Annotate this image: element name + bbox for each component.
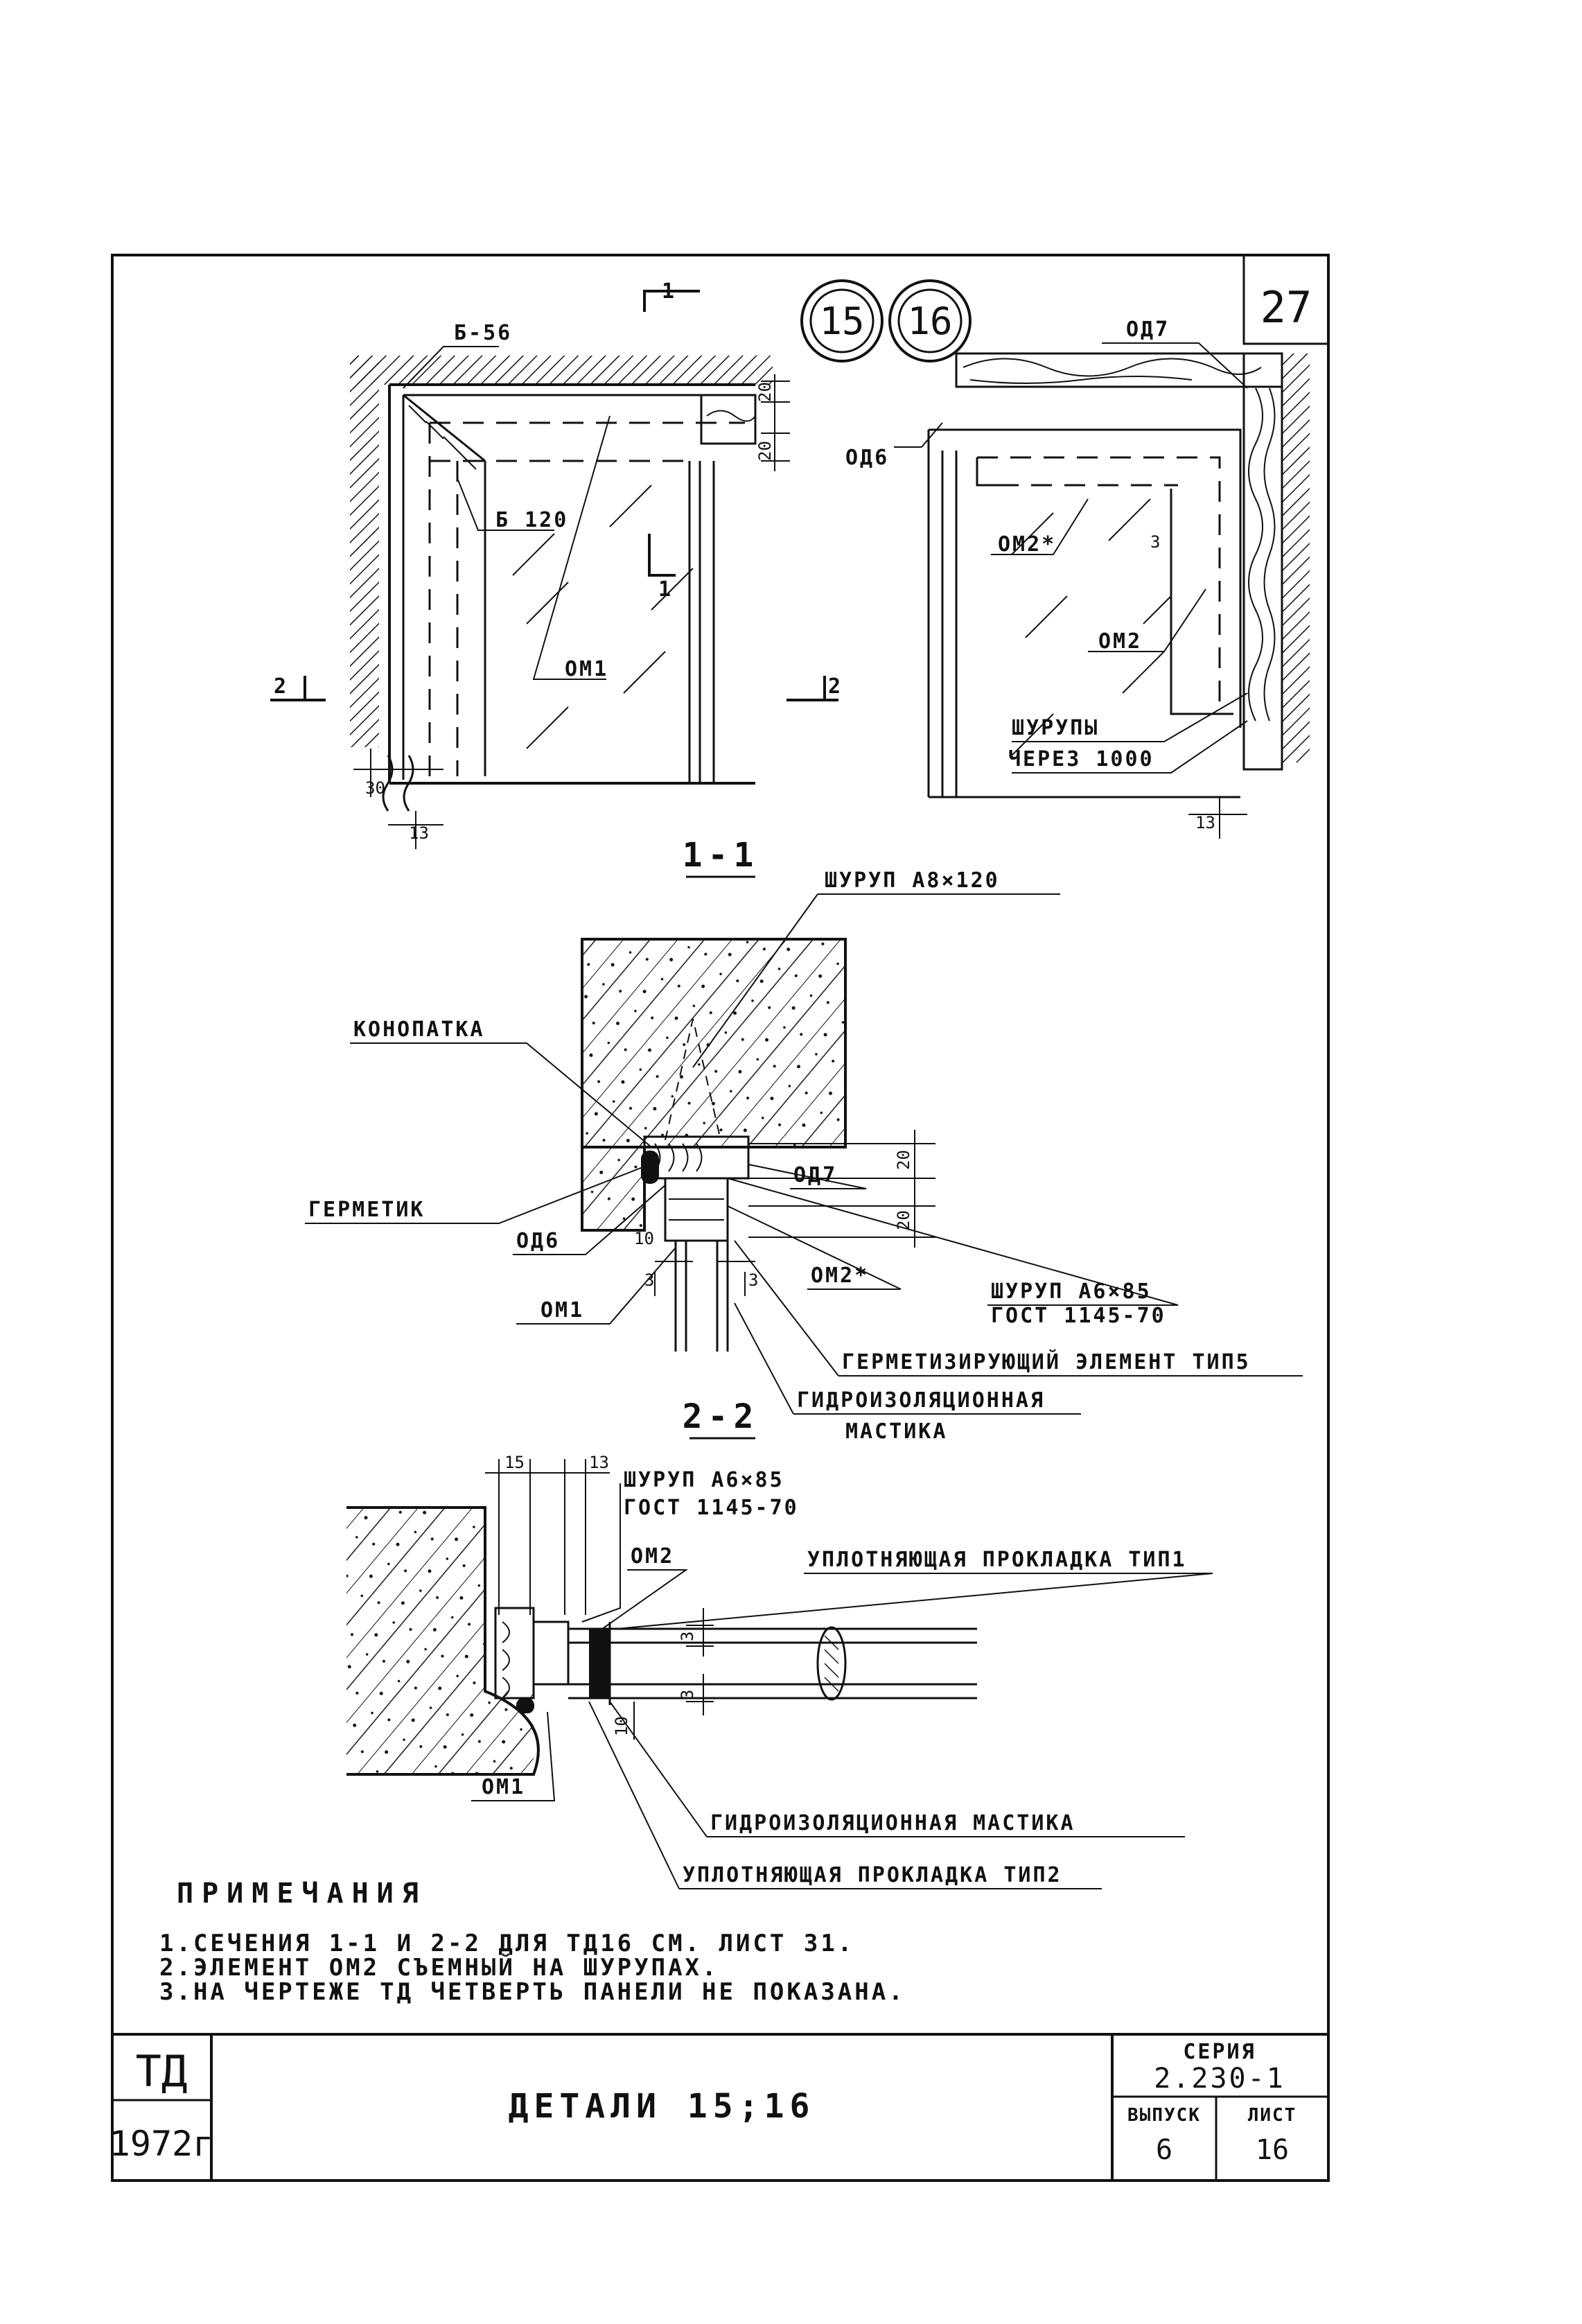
dim-s11-1: 20 (894, 1150, 913, 1170)
title-block-year: 1972г (109, 2124, 214, 2164)
title-block-sheet: 16 (1256, 2134, 1289, 2166)
label-om2-top: ОМ2 (1098, 629, 1142, 654)
section-cut-1-top: 1 (662, 279, 676, 304)
dim-top-left-3: 30 (365, 778, 385, 798)
title-block (112, 2033, 1328, 2181)
s22-om1: ОМ1 (482, 1775, 525, 1799)
dim-s22-3: 3 (678, 1632, 697, 1641)
dim-top-left-4: 13 (409, 823, 429, 843)
s22-gost: ГОСТ 1145-70 (624, 1496, 799, 1520)
section-1-1-title: 1-1 (683, 836, 759, 875)
s11-caulking: КОНОПАТКА (353, 1017, 485, 1042)
dim-s11-2: 20 (894, 1210, 913, 1230)
label-od6-top: ОД6 (845, 446, 889, 470)
label-om1-top: ОМ1 (565, 657, 608, 681)
dim-s11-5: 3 (748, 1270, 758, 1290)
section-2-2-drawing (346, 1506, 977, 1776)
label-od7-top: ОД7 (1126, 317, 1170, 342)
label-every-1000: ЧЕРЕЗ 1000 (1008, 747, 1154, 771)
sheet-frame (111, 254, 1330, 2182)
note-1: 1.СЕЧЕНИЯ 1-1 И 2-2 ДЛЯ ТД16 СМ. ЛИСТ 31… (159, 1930, 854, 1957)
section-2-2-title: 2-2 (683, 1397, 759, 1436)
label-b120: Б 120 (495, 508, 568, 532)
detail-marker-15 (800, 279, 884, 362)
detail-marker-16 (888, 279, 972, 362)
title-block-title: ДЕТАЛИ 15;16 (509, 2087, 816, 2126)
section-1-1-drawing (581, 938, 847, 1352)
section-cut-1-mid: 1 (658, 577, 673, 602)
section-cut-2-right: 2 (828, 674, 843, 699)
title-block-series-label: СЕРИЯ (1183, 2040, 1256, 2064)
s11-od6: ОД6 (516, 1229, 560, 1253)
top-left-view (350, 356, 773, 812)
s22-waterproof: ГИДРОИЗОЛЯЦИОННАЯ МАСТИКА (710, 1811, 1075, 1835)
s11-gost: ГОСТ 1145-70 (991, 1304, 1166, 1328)
dim-top-left-2: 20 (755, 441, 775, 461)
s11-om2star: ОМ2* (811, 1264, 869, 1288)
title-block-issue: 6 (1156, 2134, 1172, 2166)
title-block-issue-label: ВЫПУСК (1127, 2105, 1201, 2126)
s11-od7: ОД7 (793, 1163, 837, 1187)
s11-waterproof-1: ГИДРОИЗОЛЯЦИОННАЯ (797, 1388, 1045, 1413)
s22-gasket-type2: УПЛОТНЯЮЩАЯ ПРОКЛАДКА ТИП2 (683, 1863, 1062, 1887)
s11-om1: ОМ1 (540, 1298, 584, 1322)
dim-s22-5: 10 (612, 1716, 631, 1736)
s11-screw-a6: ШУРУП А6×85 (991, 1279, 1152, 1304)
s22-screw-a6: ШУРУП А6×85 (624, 1468, 784, 1492)
detail-marker-15-label: 15 (819, 299, 864, 343)
s22-om2: ОМ2 (631, 1544, 674, 1569)
detail-marker-16-label: 16 (907, 299, 952, 343)
s11-screw-a8: ШУРУП А8×120 (825, 868, 1000, 893)
label-screws: ШУРУПЫ (1012, 716, 1099, 740)
s11-sealant: ГЕРМЕТИК (308, 1198, 425, 1222)
dim-s22-2: 13 (589, 1453, 609, 1472)
dim-top-right-1: 13 (1195, 813, 1215, 832)
note-3: 3.НА ЧЕРТЕЖЕ ТД ЧЕТВЕРТЬ ПАНЕЛИ НЕ ПОКАЗ… (159, 1978, 906, 2006)
s11-sealing-element: ГЕРМЕТИЗИРУЮЩИЙ ЭЛЕМЕНТ ТИП5 (842, 1349, 1251, 1374)
label-3-top: 3 (1150, 532, 1160, 552)
dim-s11-3: 10 (634, 1229, 654, 1248)
dim-top-left-1: 20 (755, 382, 775, 402)
label-om2star-top: ОМ2* (998, 532, 1056, 557)
section-cut-2-left: 2 (274, 674, 288, 699)
title-block-sheet-label: ЛИСТ (1248, 2105, 1297, 2126)
note-2: 2.ЭЛЕМЕНТ ОМ2 СЪЕМНЫЙ НА ШУРУПАХ. (159, 1953, 719, 1982)
dim-s22-4: 3 (678, 1690, 697, 1700)
dim-s22-1: 15 (504, 1453, 525, 1472)
label-b56: Б-56 (454, 321, 512, 345)
s11-waterproof-2: МАСТИКА (845, 1419, 947, 1444)
s22-gasket-type1: УПЛОТНЯЮЩАЯ ПРОКЛАДКА ТИП1 (807, 1548, 1187, 1572)
title-block-series: 2.230-1 (1154, 2063, 1285, 2095)
sheet-number: 27 (1260, 282, 1312, 333)
top-right-view (927, 352, 1310, 798)
notes-heading: ПРИМЕЧАНИЯ (177, 1878, 427, 1910)
title-block-code: ТД (136, 2046, 188, 2097)
